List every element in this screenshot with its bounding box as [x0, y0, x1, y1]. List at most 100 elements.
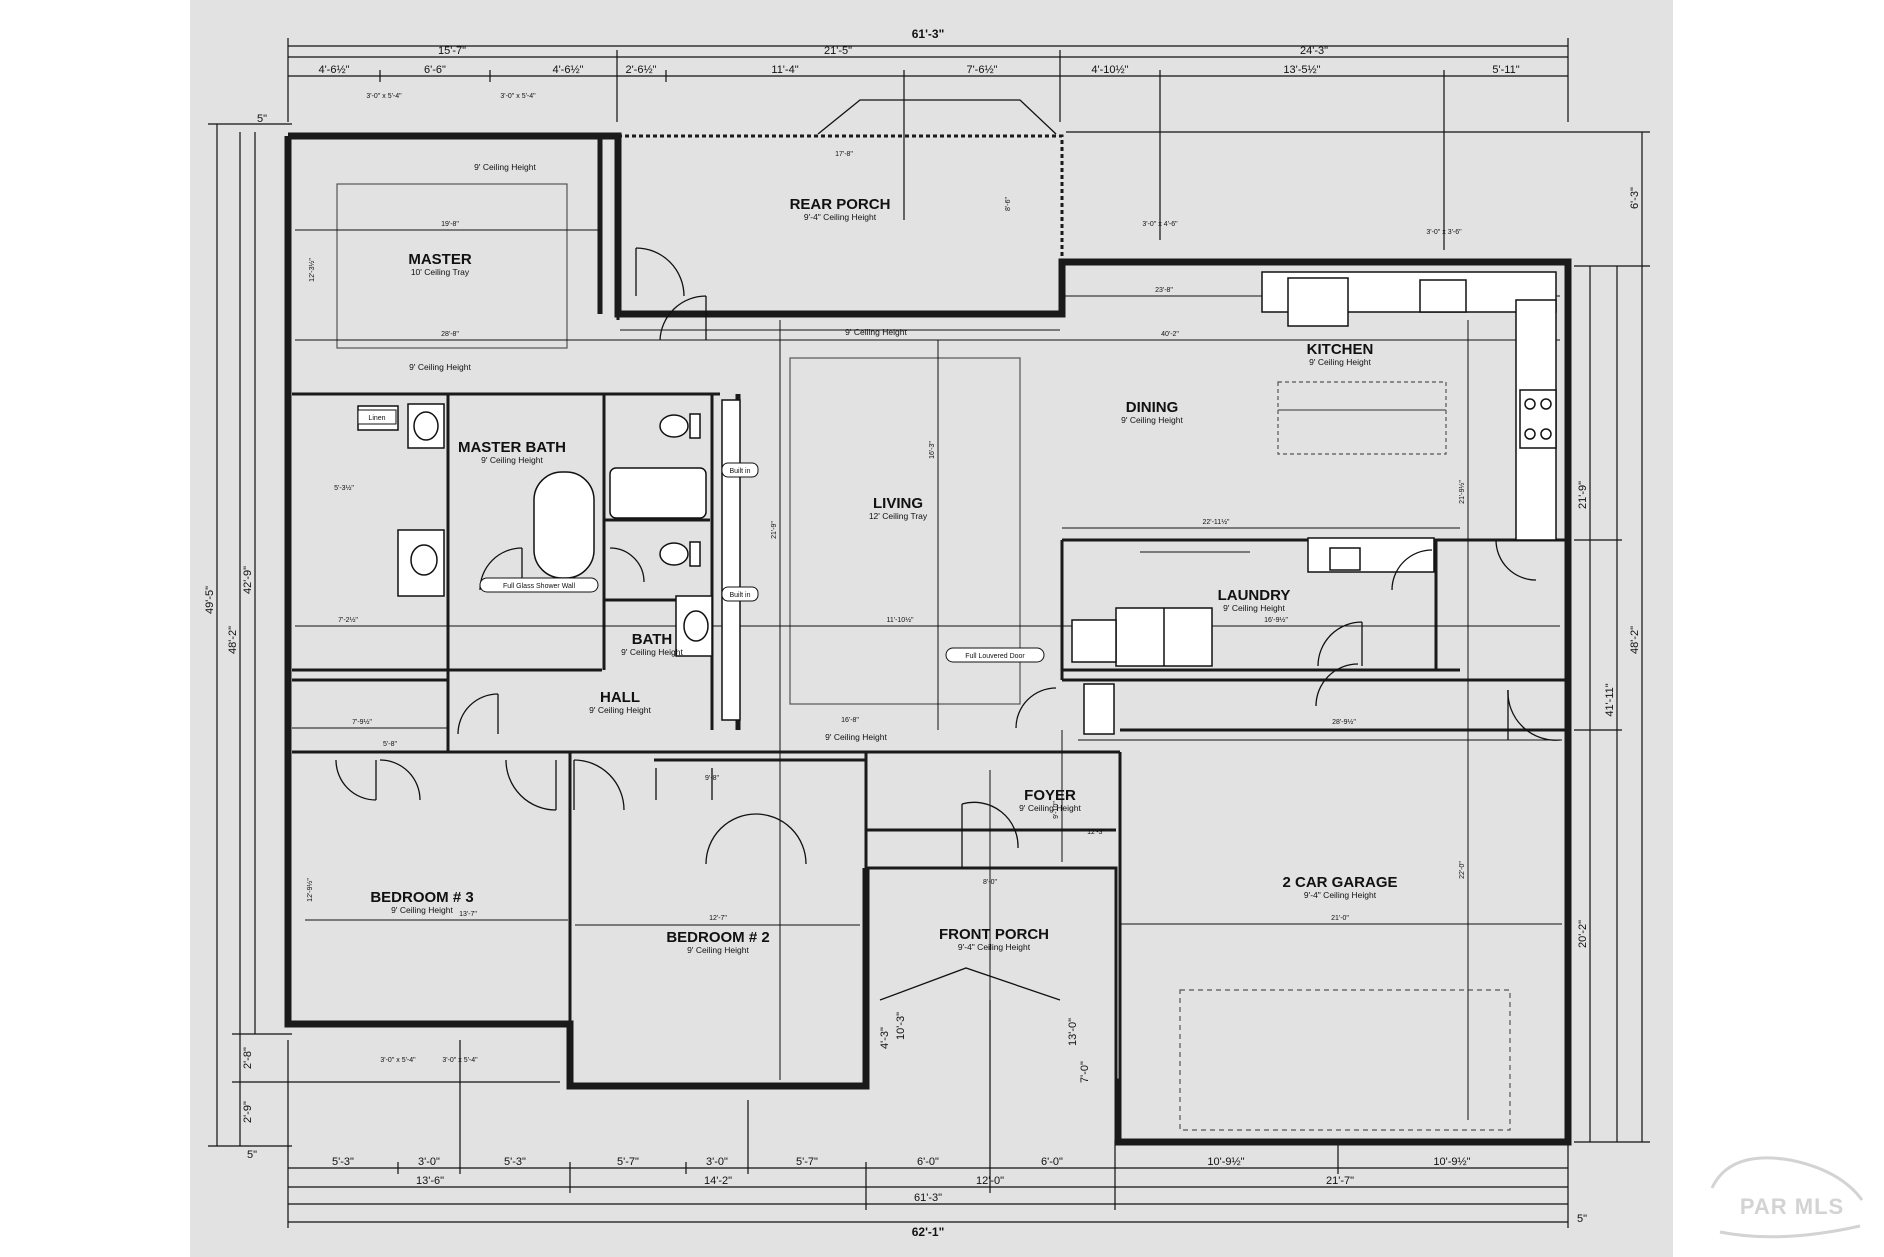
svg-text:3'-0" x 5'-4": 3'-0" x 5'-4" — [442, 1057, 478, 1064]
svg-text:9' Ceiling Height: 9' Ceiling Height — [589, 705, 651, 715]
svg-text:4'-6½": 4'-6½" — [318, 64, 349, 76]
svg-text:8'-6": 8'-6" — [1005, 197, 1012, 211]
svg-text:5'-8": 5'-8" — [383, 741, 397, 748]
svg-text:9' Ceiling Height: 9' Ceiling Height — [409, 362, 471, 372]
room-kitchen: KITCHEN 9' Ceiling Height — [1307, 341, 1374, 367]
svg-text:MASTER: MASTER — [408, 251, 472, 268]
svg-text:5'-3": 5'-3" — [332, 1156, 354, 1168]
svg-text:19'-8": 19'-8" — [441, 221, 459, 228]
svg-text:4'-6½": 4'-6½" — [552, 64, 583, 76]
svg-text:3'-0" x 5'-4": 3'-0" x 5'-4" — [380, 1057, 416, 1064]
drawing-sheet — [190, 0, 1673, 1257]
svg-text:16'-8": 16'-8" — [841, 717, 859, 724]
svg-text:16'-3": 16'-3" — [929, 441, 936, 459]
room-front-porch: FRONT PORCH 9'-4" Ceiling Height — [939, 926, 1049, 952]
svg-text:5": 5" — [247, 1149, 257, 1161]
room-bedroom-2: BEDROOM # 2 9' Ceiling Height — [666, 929, 769, 955]
svg-text:LIVING: LIVING — [873, 495, 923, 512]
svg-text:3'-0": 3'-0" — [418, 1156, 440, 1168]
svg-text:HALL: HALL — [600, 689, 640, 706]
svg-text:22'-11½": 22'-11½" — [1202, 518, 1230, 526]
svg-text:42'-9": 42'-9" — [242, 566, 254, 594]
watermark-logo: PAR MLS — [1710, 1156, 1864, 1239]
svg-text:13'-5½": 13'-5½" — [1283, 64, 1320, 76]
svg-text:9'-10": 9'-10" — [1053, 801, 1060, 819]
room-living: LIVING 12' Ceiling Tray — [869, 495, 928, 521]
svg-text:3'-0" x 5'-4": 3'-0" x 5'-4" — [366, 93, 402, 100]
svg-text:21'-7": 21'-7" — [1326, 1175, 1354, 1187]
built-in-box-b — [721, 586, 759, 602]
svg-text:3'-0" x 5'-4": 3'-0" x 5'-4" — [500, 93, 536, 100]
svg-text:10'-9½": 10'-9½" — [1433, 1156, 1470, 1168]
shower-label: Full Glass Shower Wall — [503, 583, 576, 590]
svg-text:2'-8": 2'-8" — [242, 1047, 254, 1069]
svg-text:2'-6½": 2'-6½" — [625, 64, 656, 76]
room-garage: 2 CAR GARAGE 9'-4" Ceiling Height — [1282, 874, 1397, 900]
svg-text:28'-9½": 28'-9½" — [1332, 718, 1356, 726]
svg-text:9' Ceiling Height: 9' Ceiling Height — [1223, 603, 1285, 613]
room-bedroom-3: BEDROOM # 3 9' Ceiling Height — [370, 889, 473, 915]
svg-text:15'-7": 15'-7" — [438, 45, 466, 57]
laundry-cabinet — [1071, 619, 1117, 663]
overall-bottom-dim-a: 61'-3" — [914, 1192, 942, 1204]
range — [1519, 389, 1557, 449]
svg-text:6'-6": 6'-6" — [424, 64, 446, 76]
svg-text:9' Ceiling Height: 9' Ceiling Height — [1309, 357, 1371, 367]
svg-text:16'-9½": 16'-9½" — [1264, 616, 1288, 624]
svg-text:13'-6": 13'-6" — [416, 1175, 444, 1187]
svg-text:BEDROOM # 2: BEDROOM # 2 — [666, 929, 769, 946]
svg-text:LAUNDRY: LAUNDRY — [1218, 587, 1291, 604]
fridge — [1287, 277, 1349, 327]
svg-text:3'-0" x 4'-6": 3'-0" x 4'-6" — [1142, 221, 1178, 228]
svg-text:12' Ceiling Tray: 12' Ceiling Tray — [869, 511, 928, 521]
svg-text:10'-3": 10'-3" — [895, 1012, 907, 1040]
svg-text:21'-9½": 21'-9½" — [1458, 480, 1466, 504]
svg-text:8'-0": 8'-0" — [983, 879, 997, 886]
svg-text:PAR MLS: PAR MLS — [1740, 1194, 1844, 1219]
svg-text:21'-5": 21'-5" — [824, 45, 852, 57]
svg-text:7'-2½": 7'-2½" — [338, 616, 358, 624]
svg-text:21'-0": 21'-0" — [1331, 915, 1349, 922]
svg-text:9' Ceiling Height: 9' Ceiling Height — [825, 732, 887, 742]
room-dining: DINING 9' Ceiling Height — [1121, 399, 1183, 425]
room-foyer: FOYER 9' Ceiling Height — [1019, 787, 1081, 813]
svg-text:9' Ceiling Height: 9' Ceiling Height — [1121, 415, 1183, 425]
svg-text:3'-0" x 3'-6": 3'-0" x 3'-6" — [1426, 229, 1462, 236]
svg-text:6'-3": 6'-3" — [1629, 187, 1641, 209]
svg-text:5'-3½": 5'-3½" — [334, 484, 354, 492]
living-ceiling-tray — [789, 357, 1021, 705]
svg-text:KITCHEN: KITCHEN — [1307, 341, 1374, 358]
svg-text:DINING: DINING — [1126, 399, 1179, 416]
room-bath: BATH 9' Ceiling Height — [621, 631, 683, 657]
svg-text:9'-8": 9'-8" — [705, 775, 719, 782]
svg-text:9' Ceiling Height: 9' Ceiling Height — [687, 945, 749, 955]
svg-text:24'-3": 24'-3" — [1300, 45, 1328, 57]
svg-text:5'-3": 5'-3" — [504, 1156, 526, 1168]
room-laundry: LAUNDRY 9' Ceiling Height — [1218, 587, 1291, 613]
water-heater — [1083, 683, 1115, 735]
svg-text:10'-9½": 10'-9½" — [1207, 1156, 1244, 1168]
louvered-label: Full Louvered Door — [965, 653, 1025, 660]
svg-text:13'-7": 13'-7" — [459, 911, 477, 918]
svg-text:6'-0": 6'-0" — [917, 1156, 939, 1168]
svg-text:2'-9": 2'-9" — [242, 1101, 254, 1123]
svg-text:5'-11": 5'-11" — [1492, 64, 1519, 76]
svg-text:MASTER BATH: MASTER BATH — [458, 439, 566, 456]
svg-text:49'-5": 49'-5" — [204, 586, 216, 614]
room-master: MASTER 10' Ceiling Tray — [408, 251, 472, 277]
svg-text:4'-3": 4'-3" — [879, 1027, 891, 1049]
svg-text:Built in: Built in — [729, 592, 750, 599]
room-hall: HALL 9' Ceiling Height — [589, 689, 651, 715]
svg-text:11'-10½": 11'-10½" — [886, 616, 914, 624]
svg-text:5": 5" — [257, 113, 267, 125]
laundry-counter — [1307, 537, 1435, 573]
toilet-1 — [659, 414, 689, 438]
shower-label-box — [479, 577, 599, 593]
overall-bottom-dim-b: 62'-1" — [912, 1225, 945, 1239]
svg-text:12'-3½": 12'-3½" — [308, 258, 316, 282]
svg-text:12'-0": 12'-0" — [976, 1175, 1004, 1187]
svg-text:7'-6½": 7'-6½" — [966, 64, 997, 76]
linen-label-box — [357, 409, 397, 425]
room-master-bath: MASTER BATH 9' Ceiling Height — [458, 439, 566, 465]
